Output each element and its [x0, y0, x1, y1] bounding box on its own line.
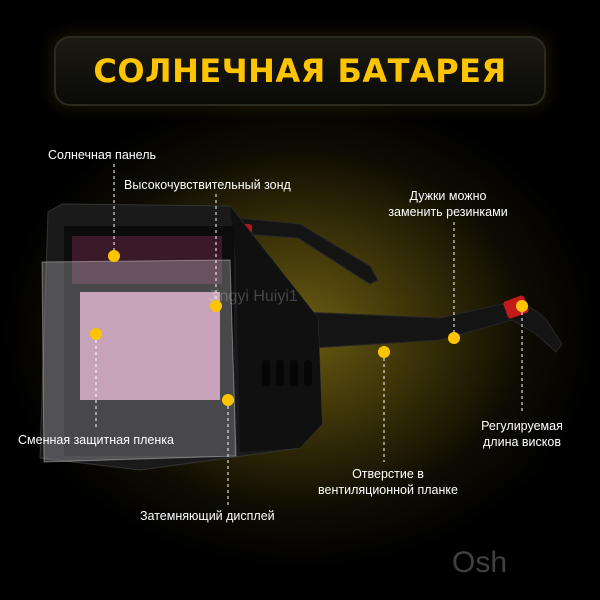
- label-temples: Дужки можно заменить резинками: [376, 188, 520, 220]
- label-adjust-line2: длина висков: [483, 435, 561, 449]
- callout-lines: [95, 164, 523, 506]
- vent-dot: [378, 346, 390, 358]
- watermark-text: Jingyi Huiyi1: [208, 288, 298, 305]
- vent-slot: [290, 360, 298, 386]
- sensor-dot: [210, 300, 222, 312]
- banner-title: СОЛНЕЧНАЯ БАТАРЕЯ: [93, 52, 507, 90]
- adjust-dot: [516, 300, 528, 312]
- label-adjust: Регулируемая длина висков: [468, 418, 576, 450]
- label-temples-line2: заменить резинками: [388, 205, 508, 219]
- callout-dots: [90, 250, 528, 406]
- vent-slot: [262, 360, 270, 386]
- label-film: Сменная защитная пленка: [18, 433, 174, 447]
- darkening-display: [80, 292, 220, 400]
- label-vent-line2: вентиляционной планке: [318, 483, 458, 497]
- label-solar-panel: Солнечная панель: [48, 148, 157, 162]
- label-adjust-line1: Регулируемая: [481, 419, 563, 433]
- display-dot: [222, 394, 234, 406]
- label-display: Затемняющий дисплей: [140, 509, 275, 523]
- film-dot: [90, 328, 102, 340]
- solar-panel-dot: [108, 250, 120, 262]
- vent-slot: [276, 360, 284, 386]
- solar-panel-window: [72, 236, 222, 284]
- title-banner: СОЛНЕЧНАЯ БАТАРЕЯ: [54, 36, 546, 106]
- front-temple-arm: [299, 299, 563, 353]
- temples-dot: [448, 332, 460, 344]
- vent-slot: [304, 360, 312, 386]
- label-sensor: Высокочувствительный зонд: [124, 178, 291, 192]
- goggles-side-shield: [230, 206, 322, 452]
- protective-film: [41, 259, 237, 463]
- label-temples-line1: Дужки можно: [409, 189, 487, 203]
- corner-logo: Osh: [452, 546, 508, 579]
- label-vent: Отверстие в вентиляционной планке: [304, 466, 472, 498]
- label-vent-line1: Отверстие в: [352, 467, 424, 481]
